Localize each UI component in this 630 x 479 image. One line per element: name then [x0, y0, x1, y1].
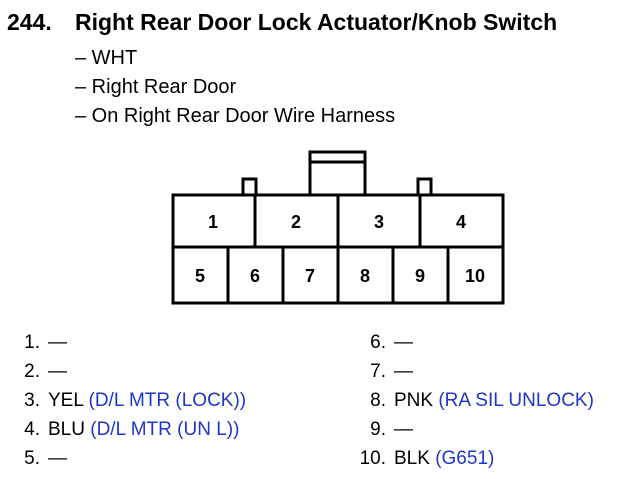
- component-name: Right Rear Door Lock Actuator/Knob Switc…: [75, 9, 558, 35]
- pin-row: 7. —: [345, 357, 594, 386]
- cavity-label-2: 2: [291, 212, 301, 232]
- pin-row: 9. —: [345, 415, 594, 444]
- wire-color: —: [48, 448, 67, 469]
- component-title: 244. Right Rear Door Lock Actuator/Knob S…: [7, 9, 557, 36]
- pin-number: 3.: [24, 390, 40, 411]
- cavity-label-9: 9: [415, 266, 425, 286]
- cavity-label-8: 8: [360, 266, 370, 286]
- wire-color: BLK: [394, 448, 430, 469]
- wire-color: —: [394, 332, 413, 353]
- pin-row: 8. PNK (RA SIL UNLOCK): [345, 386, 594, 415]
- pin-number: 5.: [24, 448, 40, 469]
- wire-color: —: [394, 361, 413, 382]
- pin-row: 6. —: [345, 328, 594, 357]
- component-details: – WHT – Right Rear Door – On Right Rear …: [75, 44, 395, 131]
- connector-post-left: [241, 177, 258, 195]
- cavity-label-3: 3: [374, 212, 384, 232]
- detail-harness: – On Right Rear Door Wire Harness: [75, 105, 396, 127]
- circuit-name: (D/L MTR (LOCK)): [88, 390, 247, 411]
- pin-number: 10.: [359, 448, 386, 469]
- pin-row: 5. —: [0, 444, 246, 473]
- pinout-right-column: 6. — 7. — 8. PNK (RA SIL UNLOCK) 9. — 10. BLK…: [345, 328, 594, 473]
- pin-number: 7.: [370, 361, 386, 382]
- wire-color: YEL: [48, 390, 84, 411]
- wire-color: BLU: [48, 419, 85, 440]
- pin-number: 6.: [370, 332, 386, 353]
- cavity-label-7: 7: [305, 266, 315, 286]
- wire-color: PNK: [394, 390, 434, 411]
- pin-number: 1.: [24, 332, 40, 353]
- detail-location: – Right Rear Door: [75, 76, 237, 98]
- pin-number: 2.: [24, 361, 40, 382]
- pin-number: 4.: [24, 419, 40, 440]
- pin-row: 2. —: [0, 357, 246, 386]
- cavity-label-6: 6: [250, 266, 260, 286]
- component-number: 244.: [7, 9, 52, 35]
- pin-row: 1. —: [0, 328, 246, 357]
- wire-color: —: [394, 419, 413, 440]
- pin-number: 9.: [370, 419, 386, 440]
- pin-number: 8.: [370, 390, 386, 411]
- cavity-label-5: 5: [195, 266, 205, 286]
- wire-color: —: [48, 361, 67, 382]
- pin-row: 10. BLK (G651): [345, 444, 594, 473]
- cavity-label-1: 1: [208, 212, 218, 232]
- detail-color: – WHT: [75, 47, 138, 69]
- pin-row: 3. YEL (D/L MTR (LOCK)): [0, 386, 246, 415]
- circuit-name: (D/L MTR (UN L)): [90, 419, 240, 440]
- cavity-label-4: 4: [456, 212, 466, 232]
- pin-row: 4. BLU (D/L MTR (UN L)): [0, 415, 246, 444]
- circuit-name: (G651): [435, 448, 495, 469]
- cavity-label-10: 10: [465, 266, 485, 286]
- connector-lock-tab: [308, 150, 367, 195]
- circuit-name: (RA SIL UNLOCK): [438, 390, 594, 411]
- pinout-left-column: 1. — 2. — 3. YEL (D/L MTR (LOCK)) 4. BLU (D/…: [0, 328, 246, 473]
- connector-post-right: [416, 177, 433, 195]
- wire-color: —: [48, 332, 67, 353]
